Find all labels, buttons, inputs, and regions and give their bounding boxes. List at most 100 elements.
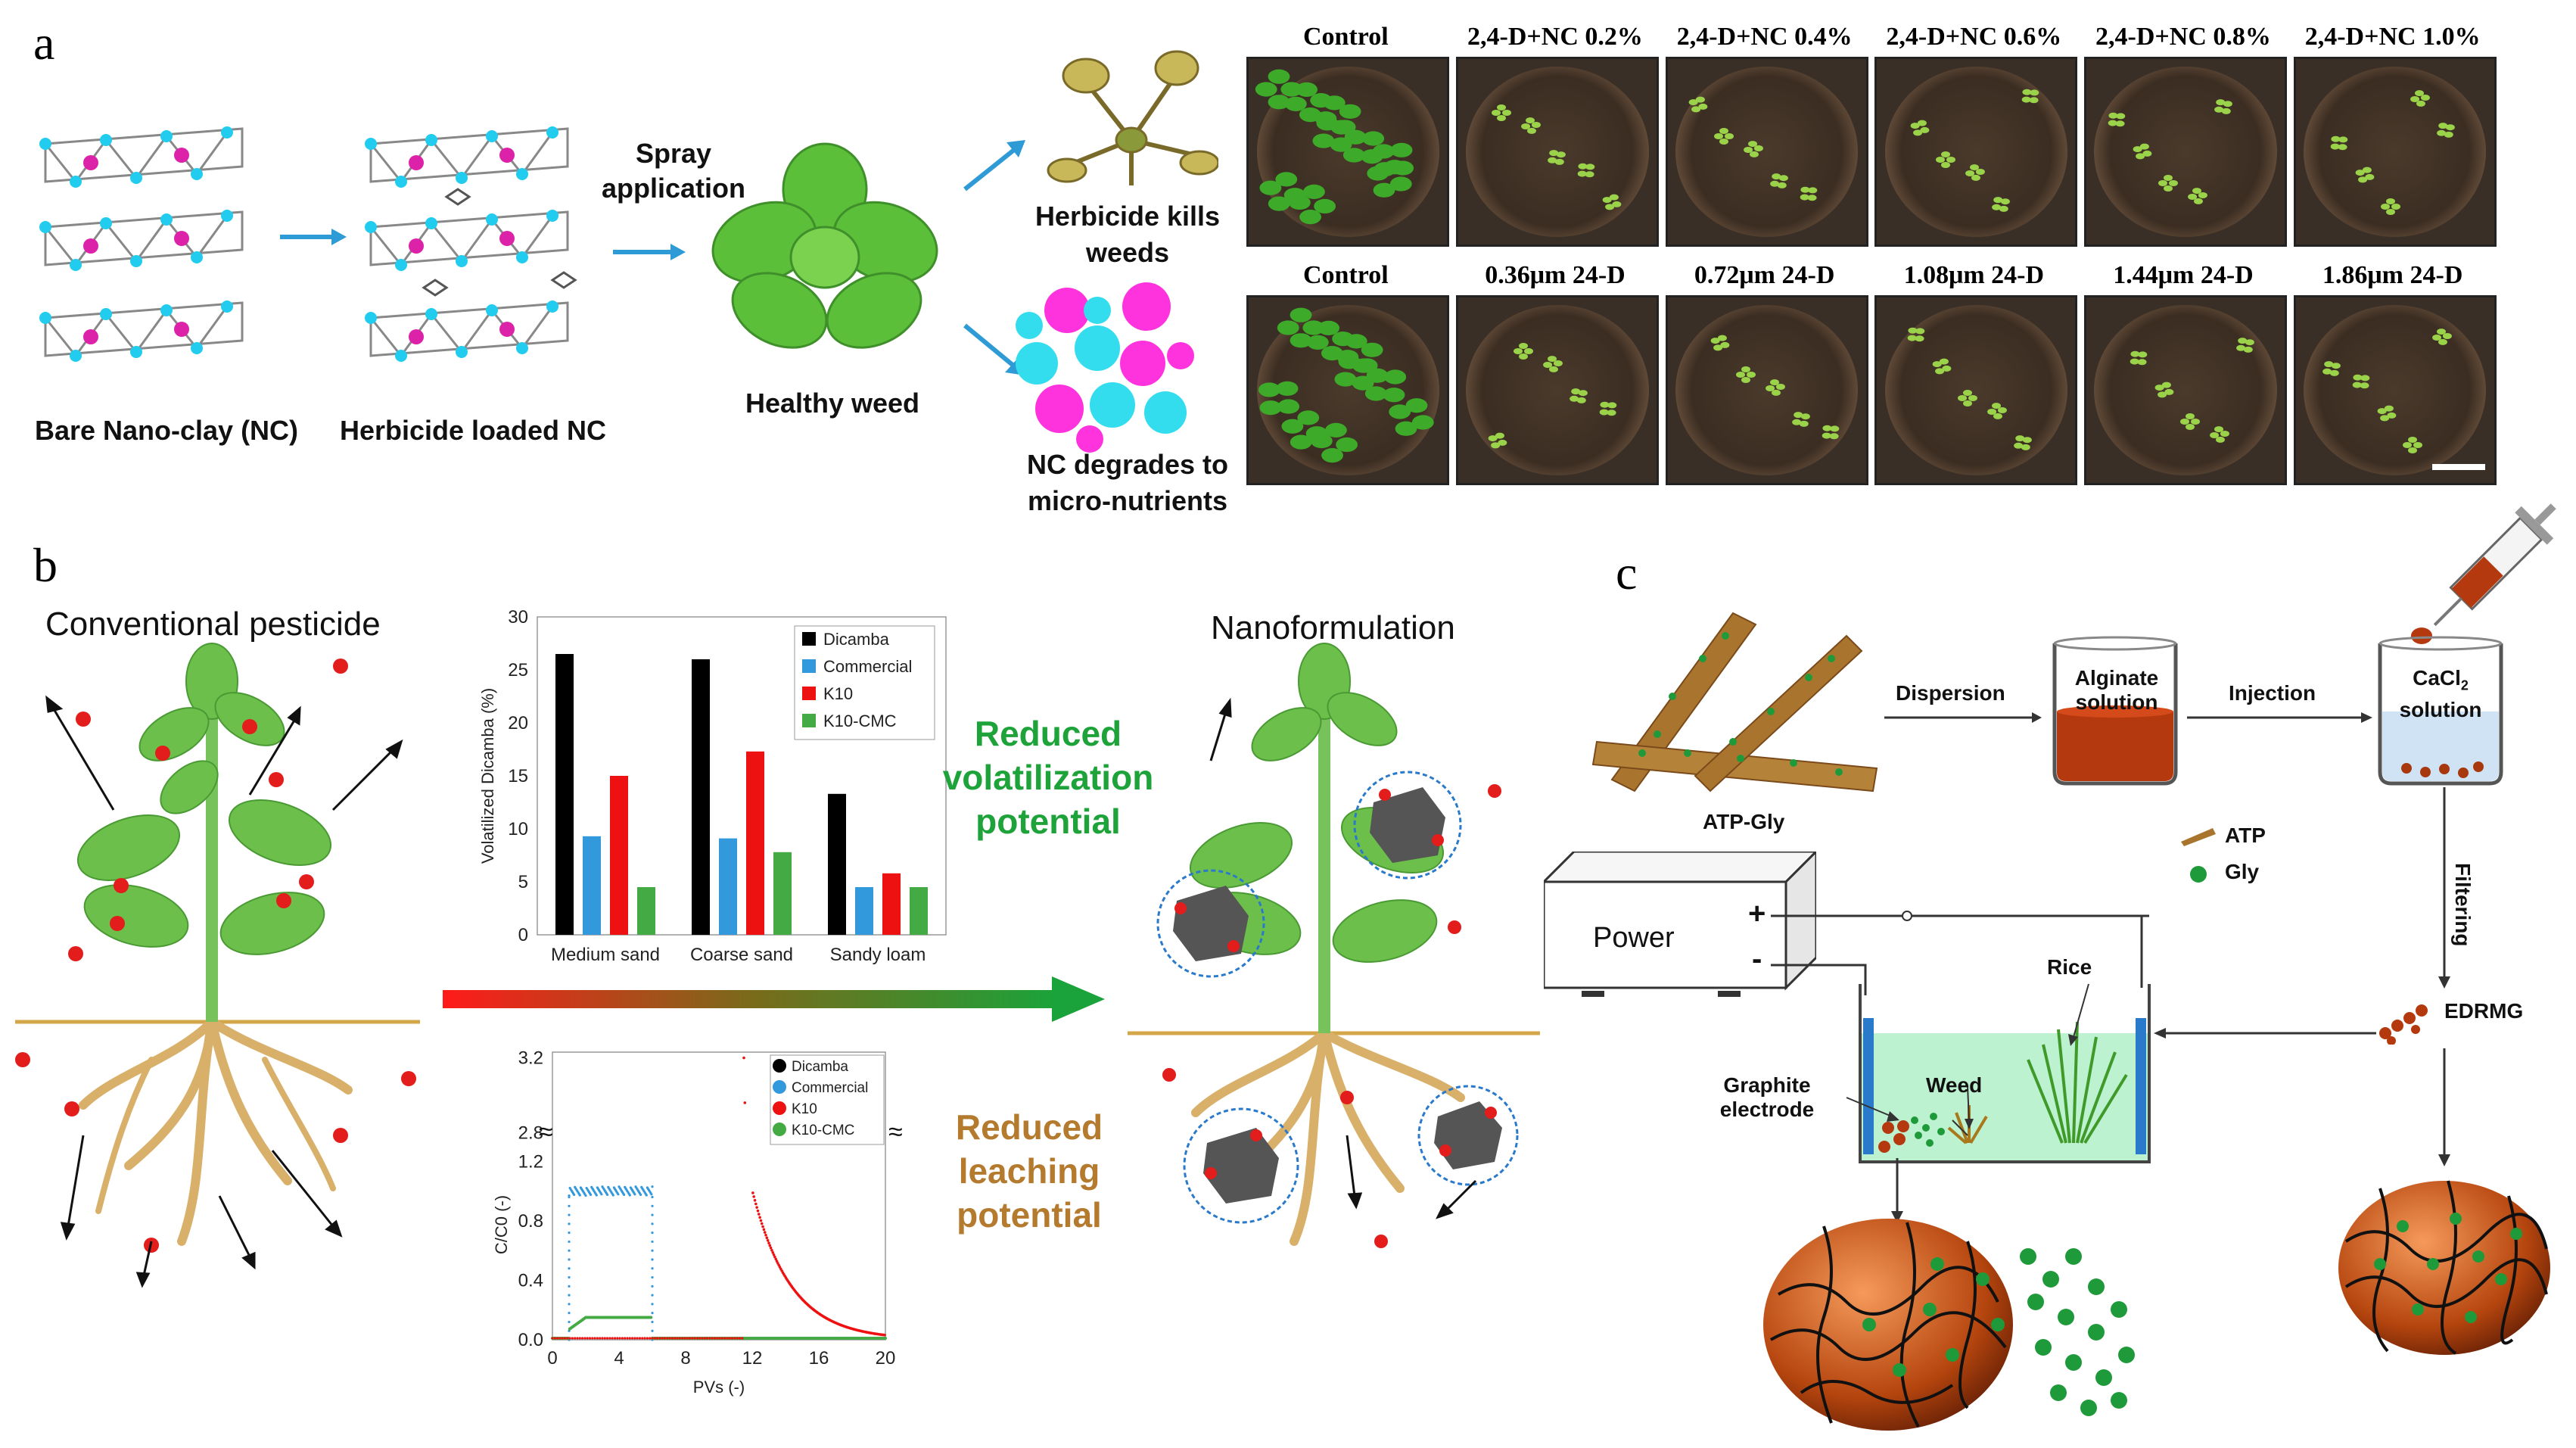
herbicide-kills-caption: Herbicide kills weeds: [1034, 201, 1221, 268]
data-point: [651, 1294, 654, 1297]
data-point: [626, 1337, 629, 1340]
data-point: [633, 1337, 636, 1340]
plant-photo: [1874, 295, 2078, 485]
legend-box: [770, 1054, 885, 1145]
data-point: [583, 1337, 586, 1340]
data-point: [716, 1337, 719, 1340]
photo-label: 0.36μm 24-D: [1485, 261, 1626, 289]
plant-photo: [2084, 57, 2287, 247]
bar: [583, 836, 601, 935]
arrow-icon: [280, 229, 347, 245]
data-point: [651, 1285, 654, 1288]
data-point: [651, 1337, 654, 1340]
data-point: [588, 1337, 592, 1340]
data-point: [617, 1193, 620, 1196]
data-point: [578, 1194, 581, 1197]
data-point: [728, 1337, 731, 1340]
nanoformulation-plant-illustration: [1128, 643, 1540, 1248]
gly-legend-icon: [2190, 866, 2207, 883]
reduced-leaching-label: Reduced leaching potential: [955, 1107, 1103, 1235]
data-point: [571, 1337, 574, 1340]
spray-application-caption: Spray application: [601, 138, 746, 204]
data-point: [556, 1337, 559, 1340]
arrow-icon: [613, 244, 686, 260]
data-point: [688, 1337, 692, 1340]
x-tick-label: Sandy loam: [830, 945, 926, 965]
photo-label: 0.72μm 24-D: [1694, 261, 1835, 289]
reduced-volatilization-label: Reduced volatilization potential: [942, 714, 1154, 841]
plant-photo: [1665, 57, 1868, 247]
legend-label: K10: [792, 1101, 817, 1117]
y-tick-label: 15: [508, 766, 528, 786]
data-point: [568, 1320, 571, 1324]
data-point: [586, 1337, 589, 1340]
arrow-icon: [2438, 1048, 2450, 1166]
plant-photo: [1456, 57, 1659, 247]
data-point: [681, 1337, 684, 1340]
data-point: [628, 1194, 631, 1197]
minus-terminal: -: [1752, 942, 1762, 976]
x-tick-label: 12: [742, 1348, 763, 1369]
atp-legend-label: ATP: [2225, 824, 2266, 847]
filtering-label: Filtering: [2451, 863, 2475, 947]
legend-label: Dicamba: [792, 1059, 848, 1075]
data-point: [611, 1337, 614, 1340]
data-point: [754, 1202, 758, 1206]
data-point: [641, 1337, 644, 1340]
data-point: [759, 1219, 763, 1222]
data-point: [668, 1337, 671, 1340]
arrow-icon: [2438, 787, 2450, 989]
hydrogel-sphere-loaded: [2338, 1180, 2550, 1355]
data-point: [606, 1193, 609, 1196]
conventional-plant-illustration: [15, 643, 420, 1288]
data-point: [568, 1222, 571, 1225]
data-point: [743, 1101, 747, 1104]
y-axis-label: Volatilized Dicamba (%): [478, 688, 497, 864]
nc-degrades-caption: NC degrades to micro-nutrients: [1026, 449, 1229, 516]
data-point: [661, 1337, 664, 1340]
data-point: [649, 1316, 653, 1319]
data-point: [731, 1337, 734, 1340]
photo-label: 2,4-D+NC 0.6%: [1886, 23, 2062, 51]
plus-terminal: +: [1748, 897, 1766, 930]
cacl2-subscript: 2: [2460, 677, 2469, 693]
data-point: [584, 1194, 587, 1197]
legend-label: Dicamba: [823, 630, 890, 649]
data-point: [751, 1191, 754, 1194]
x-tick-label: 16: [809, 1348, 829, 1369]
plant-photo: [1246, 57, 1450, 247]
data-point: [568, 1232, 571, 1235]
data-point: [883, 1333, 886, 1337]
healthy-weed-illustration: [711, 142, 938, 349]
data-point: [595, 1194, 598, 1197]
data-point: [774, 1257, 778, 1261]
data-point: [646, 1337, 649, 1340]
data-point: [568, 1312, 571, 1315]
data-point: [742, 1056, 745, 1060]
data-point: [884, 1337, 887, 1341]
data-point: [713, 1337, 717, 1340]
photo-label: 2,4-D+NC 0.8%: [2095, 23, 2271, 51]
y-tick-label: 0.4: [518, 1270, 543, 1291]
dead-weed-illustration: [1047, 50, 1218, 185]
cacl2-text: CaCl: [2413, 666, 2461, 690]
data-point: [756, 1209, 760, 1213]
plant-photo: [2293, 295, 2497, 485]
data-point: [758, 1216, 761, 1219]
legend-label: Commercial: [792, 1080, 868, 1096]
data-point: [645, 1194, 648, 1197]
data-point: [711, 1337, 714, 1340]
x-tick-label: Coarse sand: [690, 945, 793, 965]
data-point: [666, 1337, 669, 1340]
plant-photo: [1456, 295, 1659, 485]
legend-swatch: [802, 714, 816, 727]
data-point: [618, 1337, 621, 1340]
bar: [882, 873, 901, 935]
legend-marker: [773, 1059, 786, 1073]
data-point: [691, 1337, 694, 1340]
data-point: [771, 1251, 775, 1254]
data-point: [676, 1337, 679, 1340]
data-point: [651, 1232, 654, 1235]
atp-gly-rods-illustration: [1591, 612, 1878, 793]
